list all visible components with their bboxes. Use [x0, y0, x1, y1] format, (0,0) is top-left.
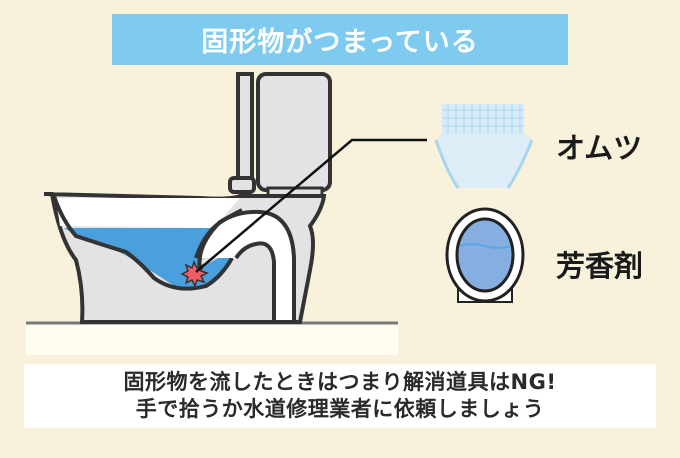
- item-label-diaper: オムツ: [556, 131, 642, 165]
- air-freshener-icon: [445, 207, 525, 303]
- item-label-air-freshener: 芳香剤: [556, 249, 643, 283]
- advice-note: 固形物を流したときはつまり解消道具はNG! 手で拾うか水道修理業者に依頼しましょ…: [24, 364, 656, 428]
- floor: [26, 323, 398, 355]
- toilet-bowl: [43, 192, 327, 324]
- toilet-tank: [228, 72, 332, 198]
- title-text: 固形物がつまっている: [201, 27, 479, 58]
- leader-line: [195, 138, 427, 273]
- advice-line-1: 固形物を流したときはつまり解消道具はNG!: [123, 370, 557, 394]
- advice-line-2: 手で拾うか水道修理業者に依頼しましょう: [135, 397, 545, 421]
- title-banner: 固形物がつまっている: [112, 14, 568, 65]
- diaper-icon: [434, 104, 534, 189]
